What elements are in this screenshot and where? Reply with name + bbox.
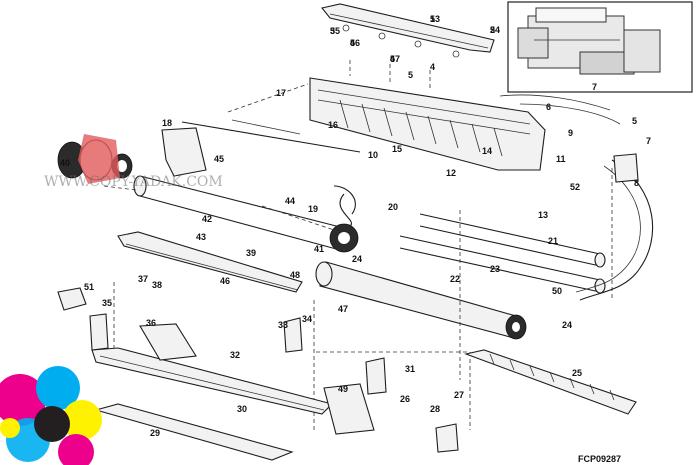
bracket-38: [283, 317, 303, 353]
callout-number: 7: [592, 82, 597, 92]
harness-cable: [579, 159, 654, 301]
callout-number: 38: [152, 280, 162, 290]
callout-number: 13: [538, 210, 548, 220]
bracket-56: [57, 287, 87, 311]
spring-20: [339, 193, 353, 227]
guide-rail: [464, 349, 637, 415]
callout-number: 43: [196, 232, 206, 242]
bracket-34: [365, 357, 387, 395]
rod: [181, 121, 361, 153]
callout-number: 7: [646, 136, 651, 146]
callout-number: 27: [454, 390, 464, 400]
callout-number: 42: [202, 214, 212, 224]
callout-number: 49: [338, 384, 348, 394]
callout-number: 39: [246, 248, 256, 258]
callout-number: 3: [330, 26, 335, 36]
callout-number: 35: [102, 298, 112, 308]
callout-number: 16: [328, 120, 338, 130]
connector-8: [613, 153, 639, 183]
callout-number: 8: [634, 178, 639, 188]
callout-number: 28: [430, 404, 440, 414]
callout-number: 24: [562, 320, 572, 330]
callout-number: 18: [162, 118, 172, 128]
callout-number: 33: [278, 320, 288, 330]
callout-number: 30: [237, 404, 247, 414]
callout-number: 46: [220, 276, 230, 286]
bracket-28: [435, 423, 459, 453]
callout-number: 4: [350, 38, 355, 48]
callout-number: 36: [146, 318, 156, 328]
callout-number: 56: [350, 38, 360, 48]
callout-number: 32: [230, 350, 240, 360]
figure-code: FCP09287: [578, 454, 621, 464]
side-bracket: [161, 127, 207, 177]
callout-number: 44: [285, 196, 295, 206]
callout-number: 17: [276, 88, 286, 98]
callout-number: 34: [302, 314, 312, 324]
rollers-right: [399, 213, 606, 294]
callout-number: 54: [490, 25, 500, 35]
callout-number: 29: [150, 428, 160, 438]
callout-number: 14: [482, 146, 492, 156]
callout-number: 40: [60, 158, 70, 168]
callout-number: 24: [352, 254, 362, 264]
callout-number: 21: [548, 236, 558, 246]
pressure-roller: [315, 261, 527, 340]
callout-number: 52: [570, 182, 580, 192]
logo-badge: [78, 134, 120, 184]
guide-plate: [117, 231, 303, 293]
callout-number: 1: [430, 14, 435, 24]
printer-inset: [507, 1, 693, 93]
callout-number: 25: [572, 368, 582, 378]
callout-number: 6: [546, 102, 551, 112]
cover-strip: [93, 403, 294, 461]
top-bracket: [321, 3, 495, 58]
callout-number: 4: [430, 62, 435, 72]
callout-number: 23: [490, 264, 500, 274]
callout-number: 20: [388, 202, 398, 212]
callout-number: 55: [330, 26, 340, 36]
callout-number: 45: [214, 154, 224, 164]
callout-number: 51: [84, 282, 94, 292]
callout-number: 9: [568, 128, 573, 138]
callout-number: 19: [308, 204, 318, 214]
cmyk-logo: [0, 366, 102, 465]
callout-number: 53: [430, 14, 440, 24]
callout-number: 57: [390, 54, 400, 64]
callout-number: 2: [490, 25, 495, 35]
fuser-upper-frame: [309, 77, 546, 171]
callout-number: 50: [552, 286, 562, 296]
callout-number: 26: [400, 394, 410, 404]
callout-number: 11: [556, 154, 566, 164]
callout-number: 5: [632, 116, 637, 126]
callout-number: 31: [405, 364, 415, 374]
callout-number: 47: [338, 304, 348, 314]
callout-number: 37: [138, 274, 148, 284]
callout-number: 22: [450, 274, 460, 284]
callout-number: 10: [368, 150, 378, 160]
callout-number: 4: [390, 54, 395, 64]
callout-number: 48: [290, 270, 300, 280]
callout-number: 41: [314, 244, 324, 254]
callout-number: 12: [446, 168, 456, 178]
watermark-text: WWW.COPY-YADAK.COM: [44, 174, 223, 190]
callout-number: 15: [392, 144, 402, 154]
lower-frame: [91, 323, 375, 435]
bracket-39: [89, 313, 109, 351]
callout-number: 5: [408, 70, 413, 80]
